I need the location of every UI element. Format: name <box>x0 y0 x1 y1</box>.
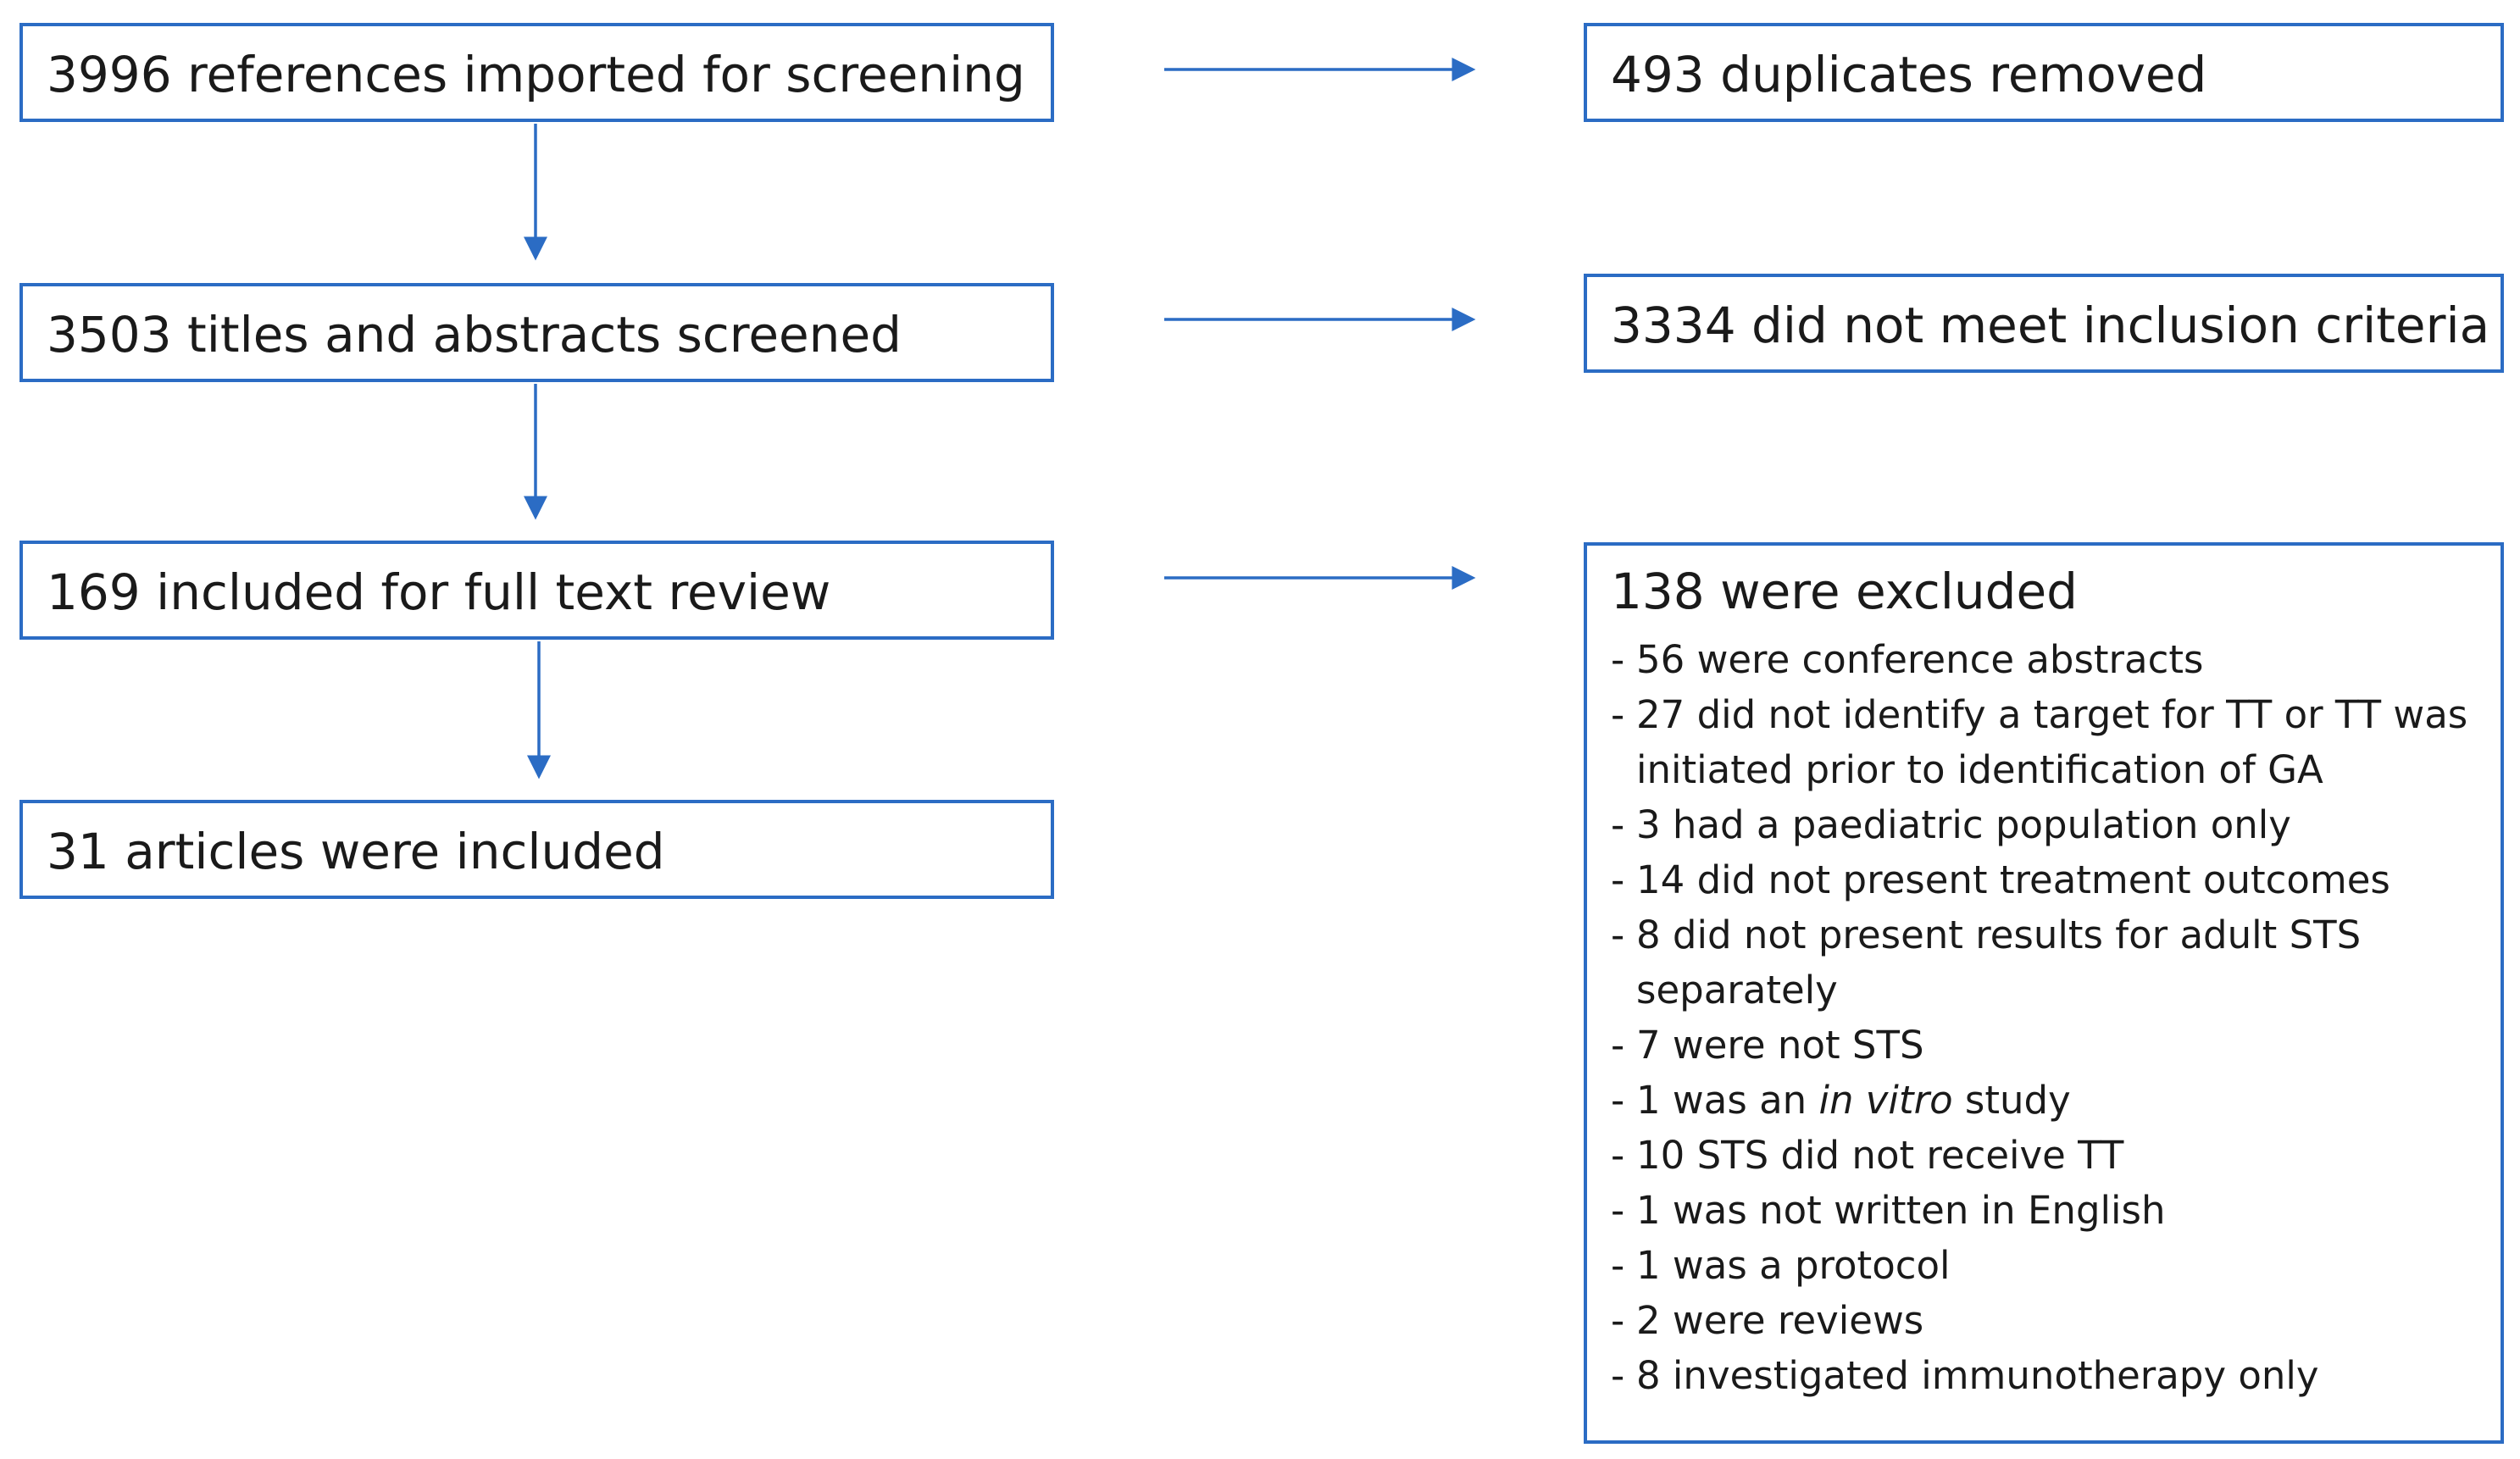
exclusion-reason: 7 were not STS <box>1611 1018 2467 1073</box>
exclusion-reason: 8 did not present results for adult STS s… <box>1611 907 2467 1018</box>
exclusion-reason: 27 did not identify a target for TT or T… <box>1611 687 2467 797</box>
box-references-imported: 3996 references imported for screening <box>19 23 1054 122</box>
exclusion-reason: 2 were reviews <box>1611 1293 2467 1348</box>
box-titles-screened: 3503 titles and abstracts screened <box>19 283 1054 382</box>
exclusion-reason-line: 8 did not present results for adult STS <box>1636 913 2362 957</box>
exclusion-reason-line: 14 did not present treatment outcomes <box>1636 857 2390 902</box>
exclusion-reason: 1 was a protocol <box>1611 1238 2467 1293</box>
exclusion-reason: 8 investigated immunotherapy only <box>1611 1348 2467 1403</box>
exclusion-reason-line: initiated prior to identification of GA <box>1636 747 2323 792</box>
exclusion-reason-line: 56 were conference abstracts <box>1636 637 2204 682</box>
exclusion-reason-line: 27 did not identify a target for TT or T… <box>1636 692 2468 737</box>
exclusion-reason: 1 was an in vitro study <box>1611 1073 2467 1128</box>
exclusion-reason-line: separately <box>1636 968 1838 1012</box>
criteria-excluded-text: 3334 did not meet inclusion criteria <box>1611 297 2490 354</box>
full-text-review-text: 169 included for full text review <box>47 563 831 621</box>
exclusion-reason: 3 had a paediatric population only <box>1611 797 2467 852</box>
exclusion-reason-line: 7 were not STS <box>1636 1023 1924 1068</box>
exclusion-reason-line: 1 was a protocol <box>1636 1243 1951 1288</box>
exclusion-reason-line: 3 had a paediatric population only <box>1636 802 2291 847</box>
exclusion-reason-italic: in vitro <box>1818 1078 1953 1123</box>
titles-screened-text: 3503 titles and abstracts screened <box>47 306 902 363</box>
exclusion-reason: 14 did not present treatment outcomes <box>1611 852 2467 907</box>
exclusion-reasons-list: 56 were conference abstracts 27 did not i… <box>1611 632 2467 1403</box>
box-duplicates-removed: 493 duplicates removed <box>1584 23 2504 122</box>
exclusion-reason-text: 1 was an <box>1636 1078 1819 1123</box>
exclusion-reason-line: 8 investigated immunotherapy only <box>1636 1353 2319 1398</box>
exclusion-reason: 1 was not written in English <box>1611 1183 2467 1238</box>
exclusion-reason-line: 1 was not written in English <box>1636 1188 2166 1233</box>
box-full-text-review: 169 included for full text review <box>19 541 1054 640</box>
exclusion-reason-line: 10 STS did not receive TT <box>1636 1133 2124 1178</box>
exclusion-reason-line: 2 were reviews <box>1636 1298 1924 1343</box>
exclusion-reason: 10 STS did not receive TT <box>1611 1128 2467 1183</box>
exclusion-reason: 56 were conference abstracts <box>1611 632 2467 687</box>
box-articles-included: 31 articles were included <box>19 800 1054 899</box>
articles-included-text: 31 articles were included <box>47 823 665 880</box>
duplicates-removed-text: 493 duplicates removed <box>1611 46 2207 103</box>
exclusion-reason-text: study <box>1952 1078 2071 1123</box>
references-imported-text: 3996 references imported for screening <box>47 46 1025 103</box>
full-text-excluded-title: 138 were excluded <box>1611 563 2078 620</box>
box-full-text-excluded: 138 were excluded 56 were conference abs… <box>1584 542 2504 1444</box>
box-criteria-excluded: 3334 did not meet inclusion criteria <box>1584 274 2504 373</box>
